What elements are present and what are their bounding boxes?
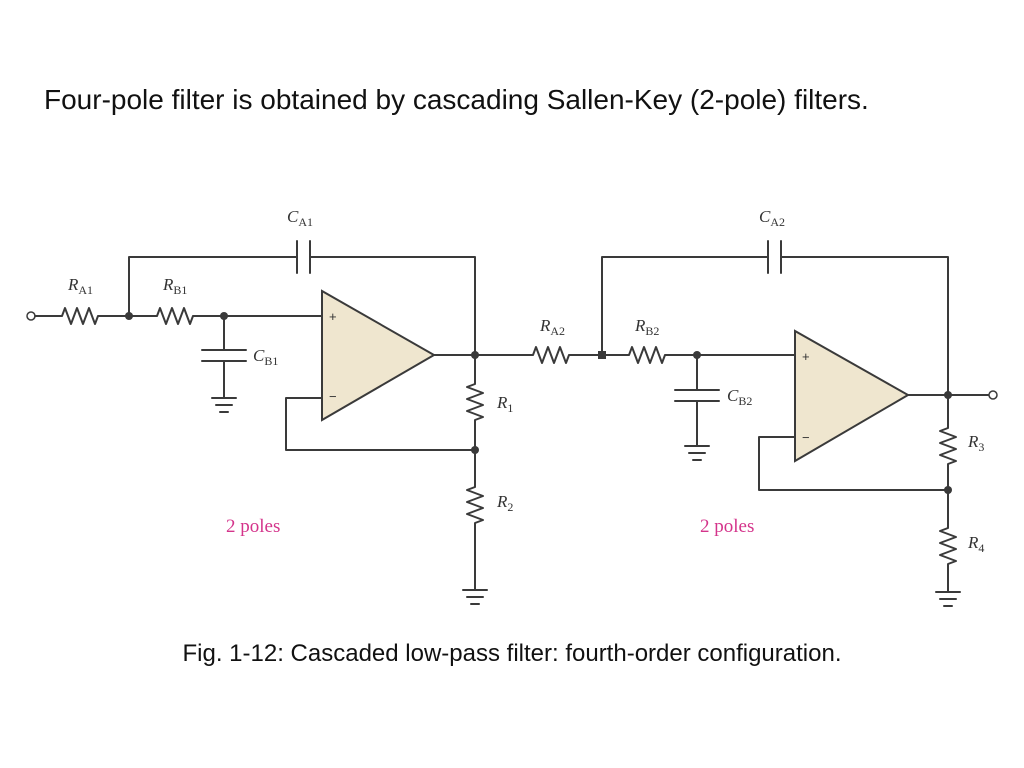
resistor-ra2 <box>474 346 603 364</box>
minus-sign: − <box>329 389 337 404</box>
ground-icon <box>462 589 488 605</box>
label-r2: R2 <box>496 492 513 514</box>
resistor-r1 <box>466 354 484 451</box>
label-ra2: RA2 <box>539 316 565 338</box>
ground-icon <box>684 445 710 461</box>
label-ca1: CA1 <box>287 207 313 229</box>
label-cb1: CB1 <box>253 346 278 368</box>
plus-sign: + <box>802 349 810 364</box>
plus-sign: + <box>329 309 337 324</box>
label-r1: R1 <box>496 393 513 415</box>
output-terminal <box>988 390 998 400</box>
poles-label-stage-2: 2 poles <box>700 516 754 537</box>
label-rb1: RB1 <box>162 275 187 297</box>
op-amp-1 <box>321 289 437 422</box>
label-ca2: CA2 <box>759 207 785 229</box>
label-cb2: CB2 <box>727 386 752 408</box>
label-r4: R4 <box>967 533 984 555</box>
op-amp-2 <box>794 329 911 463</box>
wire-ca2-loop <box>601 256 949 396</box>
resistor-ra1 <box>34 307 130 325</box>
label-ra1: RA1 <box>67 275 93 297</box>
wire-negative-feedback-2 <box>758 436 949 491</box>
resistor-r2 <box>466 449 484 591</box>
input-terminal <box>26 311 36 321</box>
resistor-rb1 <box>128 307 225 325</box>
label-rb2: RB2 <box>634 316 659 338</box>
poles-label-stage-1: 2 poles <box>226 516 280 537</box>
wire-ca1-loop <box>128 256 476 356</box>
ground-icon <box>935 591 961 607</box>
capacitor-ca2 <box>767 240 782 274</box>
slide-title: Four-pole filter is obtained by cascadin… <box>44 84 869 115</box>
ground-icon <box>211 397 237 413</box>
resistor-r3 <box>939 394 957 491</box>
capacitor-cb1 <box>201 315 247 399</box>
stage-1: + − <box>26 240 488 605</box>
figure-caption: Fig. 1-12: Cascaded low-pass filter: fou… <box>182 640 842 667</box>
minus-sign: − <box>802 430 810 445</box>
stage-2: + − <box>598 240 998 607</box>
capacitor-ca1 <box>296 240 311 274</box>
resistor-rb2 <box>601 346 698 364</box>
resistor-r4 <box>939 489 957 593</box>
capacitor-cb2 <box>674 354 720 447</box>
wire-negative-feedback-1 <box>285 397 476 451</box>
label-r3: R3 <box>967 432 984 454</box>
component-labels: CA1 RA1 RB1 CB1 R1 R2 RA2 RB2 CA2 CB2 R3… <box>67 207 984 555</box>
